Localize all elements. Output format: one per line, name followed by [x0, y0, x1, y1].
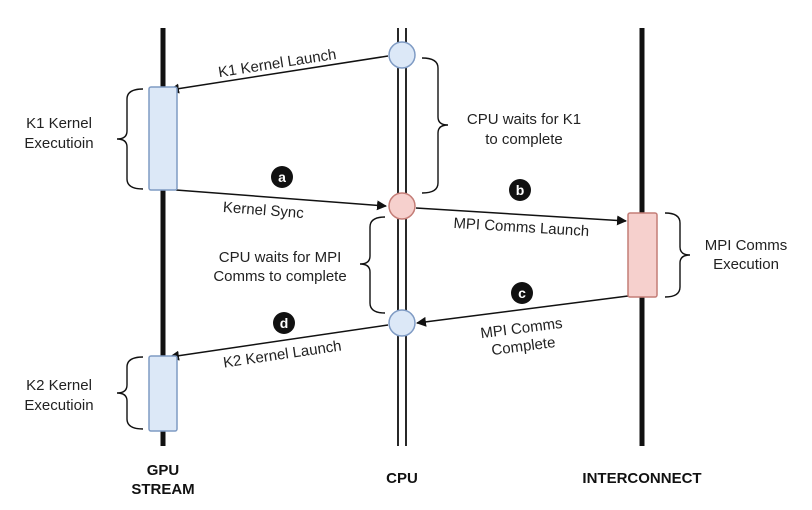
cpu-wait-mpi-label-2: Comms to complete — [213, 268, 346, 285]
k1-launch-label: K1 Kernel Launch — [217, 46, 337, 81]
cpu-wait-mpi-brace — [359, 216, 386, 314]
badge-a: a — [271, 166, 293, 188]
mpi-complete-arrow — [416, 295, 629, 327]
mpi-exec-brace — [664, 212, 691, 298]
cpu-sync-node — [388, 192, 416, 220]
k2-exec-brace — [116, 356, 144, 430]
mpi-execution-box — [627, 212, 658, 298]
k2-launch-arrow — [169, 324, 389, 361]
k1-launch-arrow — [169, 55, 389, 94]
mpi-exec-label-2: Execution — [713, 256, 779, 273]
gpu-lane-title-2: STREAM — [131, 481, 194, 498]
cpu-wait-k1-label-1: CPU waits for K1 — [467, 111, 581, 128]
badge-c: c — [511, 282, 533, 304]
cpu-wait-mpi-label-1: CPU waits for MPI — [219, 249, 342, 266]
cpu-launch-node — [388, 41, 416, 69]
k1-exec-label-2: Executioin — [24, 135, 93, 152]
k2-launch-label: K2 Kernel Launch — [222, 338, 342, 372]
mpi-exec-label-1: MPI Comms — [705, 237, 788, 254]
badge-b: b — [509, 179, 531, 201]
kernel-sync-arrow — [175, 189, 387, 211]
cpu-complete-node — [388, 309, 416, 337]
badge-b-text: b — [516, 182, 525, 198]
badge-c-text: c — [518, 285, 526, 301]
gpu-lane-title-1: GPU — [147, 462, 180, 479]
badge-a-text: a — [278, 169, 286, 185]
kernel-sync-label: Kernel Sync — [222, 199, 304, 222]
k1-execution-box — [148, 86, 178, 191]
k1-exec-brace — [116, 88, 144, 190]
interconnect-lane-title: INTERCONNECT — [582, 470, 701, 487]
badge-d: d — [273, 312, 295, 334]
k2-exec-label-1: K2 Kernel — [26, 377, 92, 394]
badge-d-text: d — [280, 315, 289, 331]
k1-exec-label-1: K1 Kernel — [26, 115, 92, 132]
cpu-wait-k1-brace — [421, 57, 449, 194]
cpu-lane-title: CPU — [386, 470, 418, 487]
k2-exec-label-2: Executioin — [24, 397, 93, 414]
mpi-launch-label: MPI Comms Launch — [453, 215, 590, 240]
cpu-wait-k1-label-2: to complete — [485, 131, 563, 148]
k2-execution-box — [148, 355, 178, 432]
mpi-launch-arrow — [415, 207, 627, 226]
